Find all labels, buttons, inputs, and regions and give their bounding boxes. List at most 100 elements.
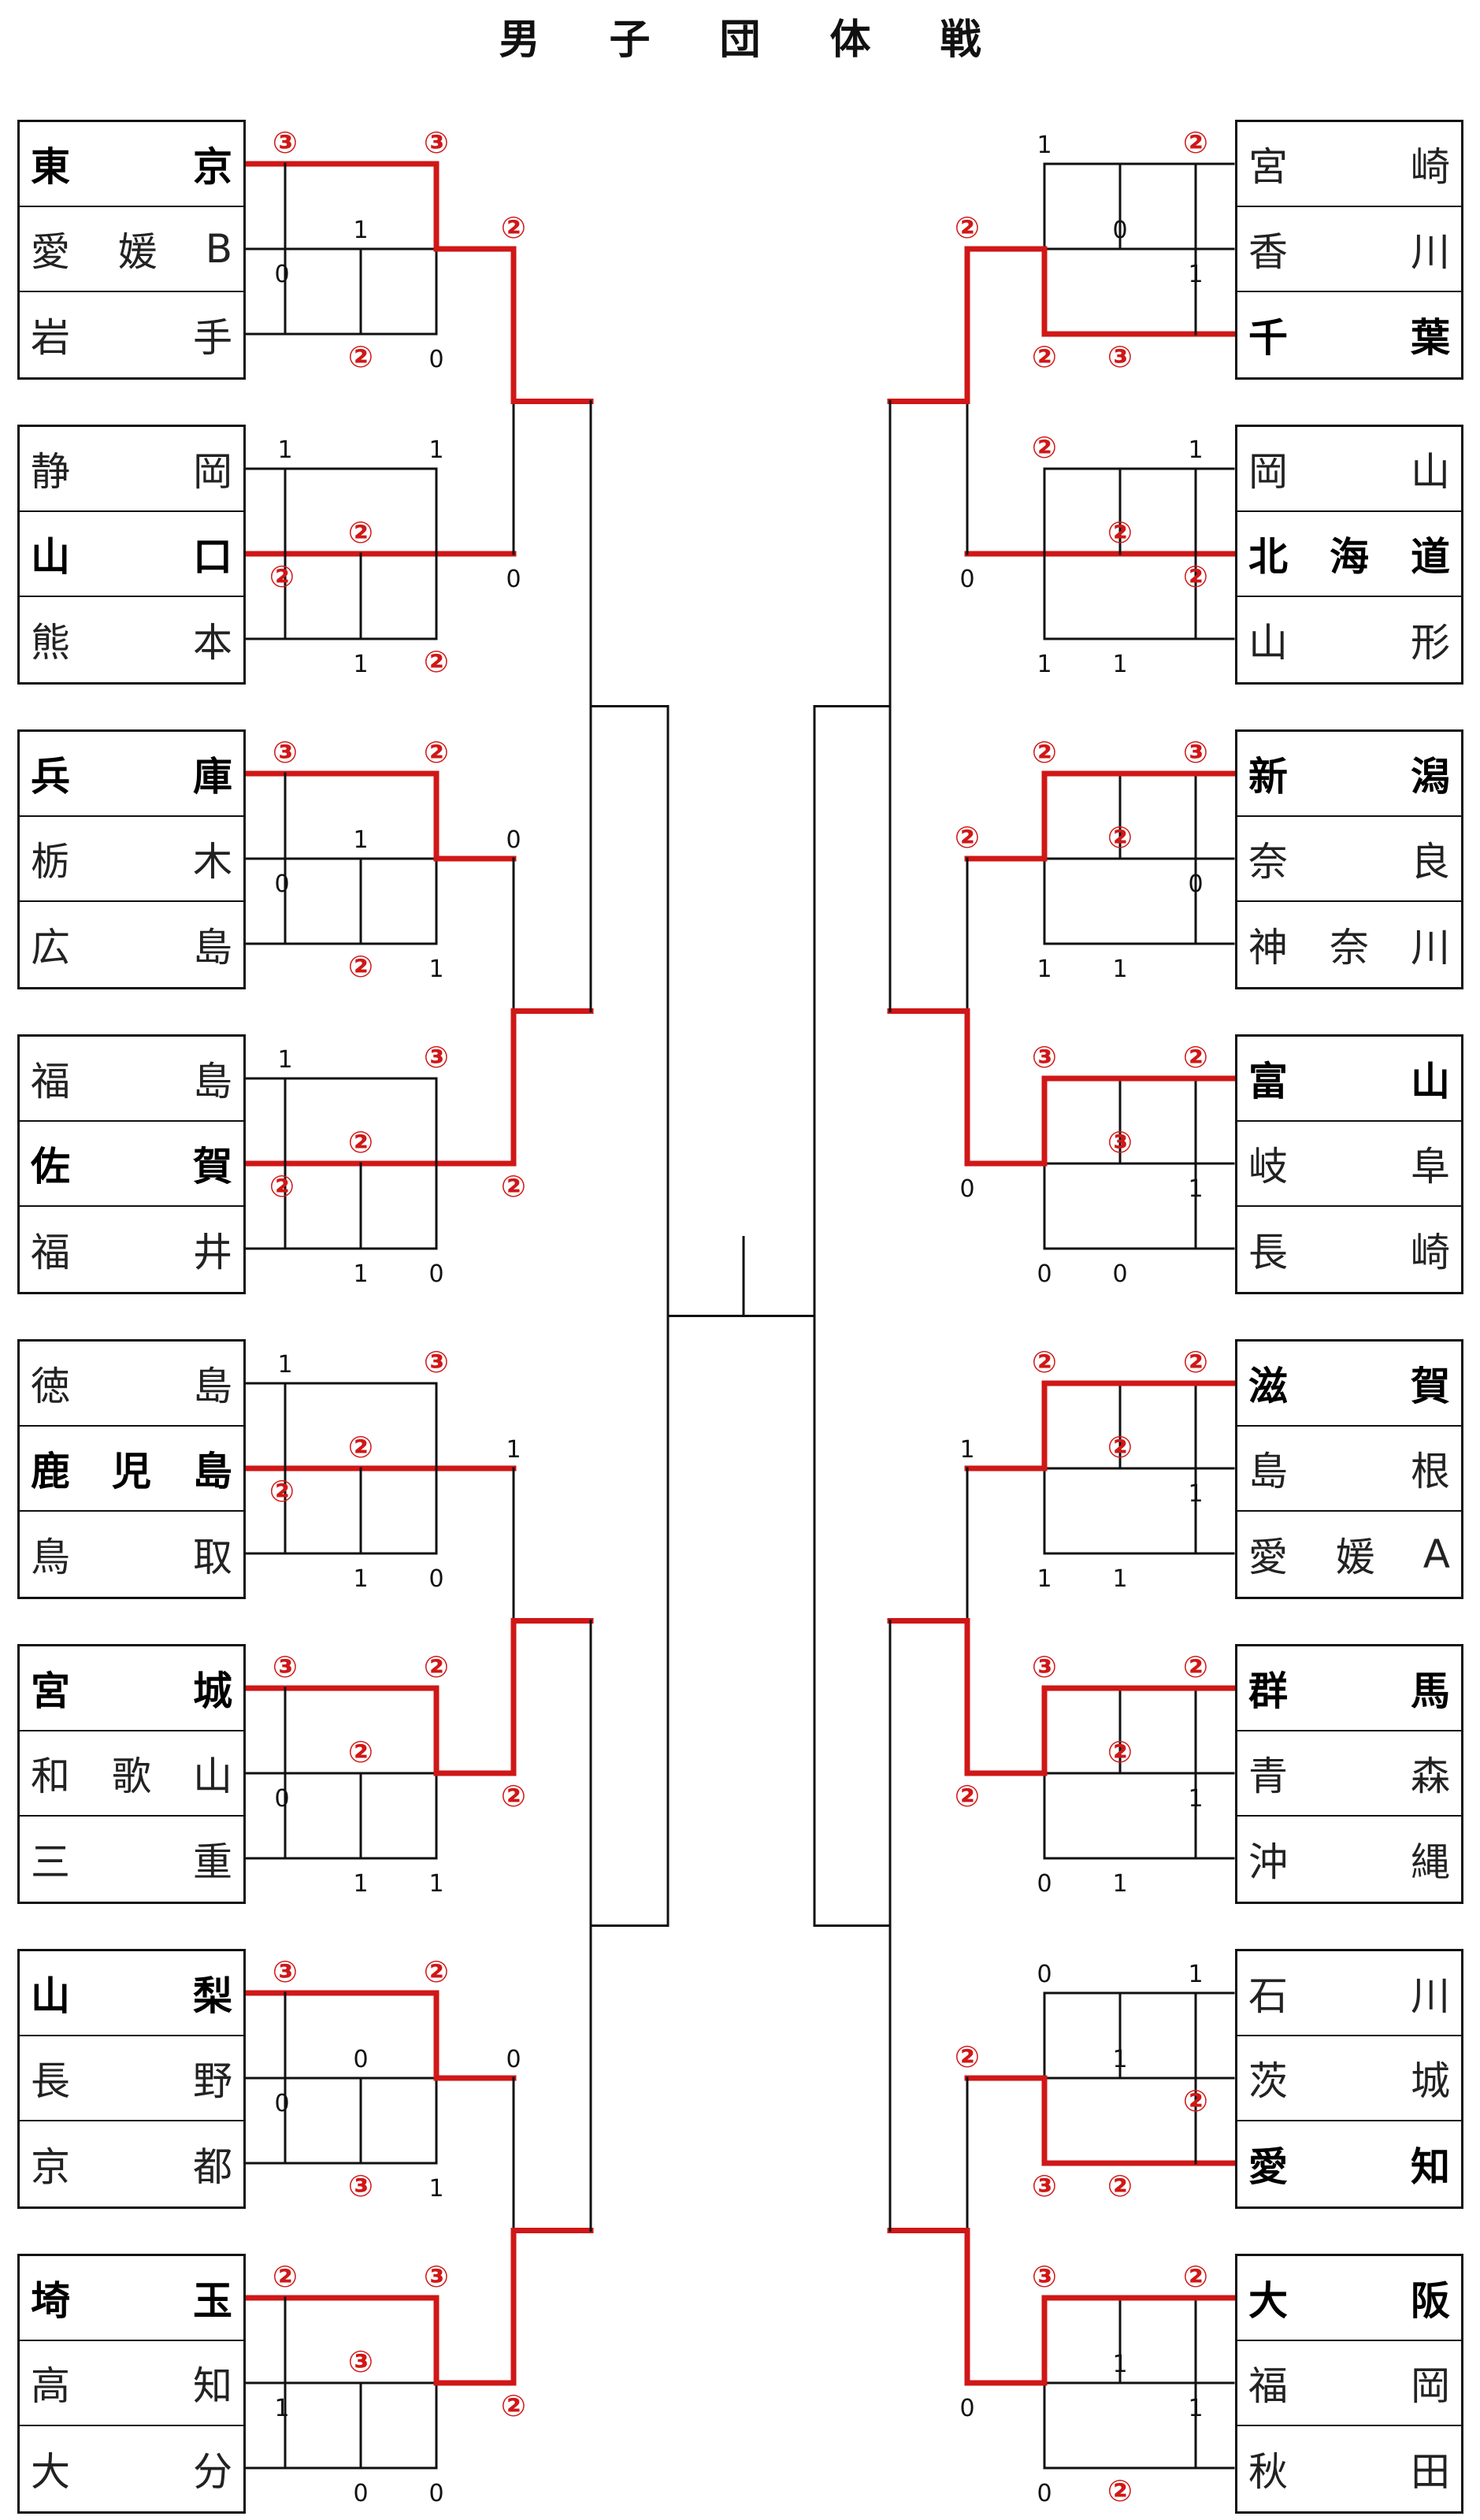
team-name-char: 佐 — [31, 1144, 70, 1189]
team-row: 奈良 — [1237, 817, 1461, 902]
team-name-char: 児 — [112, 1449, 151, 1494]
score-label: ② — [955, 820, 980, 855]
team-name: 大阪 — [1237, 2256, 1461, 2340]
team-name-char: 青 — [1248, 1754, 1288, 1799]
team-row: 宮城 — [20, 1646, 243, 1731]
score-label: ② — [1032, 340, 1057, 374]
team-name-char: 歌 — [112, 1754, 151, 1799]
score-label: 0 — [959, 2395, 974, 2422]
score-label: ② — [501, 2388, 526, 2423]
team-name-char: 兵 — [31, 754, 70, 800]
team-name: 福井 — [20, 1207, 243, 1292]
score-label: ③ — [273, 1954, 298, 1989]
team-row: 長野 — [20, 2036, 243, 2121]
score-label: ② — [1107, 515, 1133, 550]
team-name-char: 馬 — [1411, 1668, 1450, 1714]
score-label: 1 — [506, 1436, 521, 1464]
team-name: 栃木 — [20, 817, 243, 900]
team-name: 青森 — [1237, 1731, 1461, 1815]
team-name: 茨城 — [1237, 2036, 1461, 2120]
score-label: 0 — [1037, 1260, 1052, 1288]
team-name-char: 媛 — [117, 229, 158, 275]
score-label: ② — [1183, 125, 1208, 160]
team-row: 北海道 — [1237, 512, 1461, 597]
right-pool-box: 富山岐阜長崎 — [1235, 1034, 1463, 1294]
score-label: ② — [269, 559, 295, 594]
team-name-char: 庫 — [193, 754, 232, 800]
team-name: 静岡 — [20, 427, 243, 510]
team-name-char: 岩 — [31, 315, 70, 361]
score-label: ③ — [348, 2169, 373, 2203]
score-label: 0 — [1037, 1961, 1052, 1988]
team-name-char: 山 — [31, 1973, 70, 2019]
team-name: 福島 — [20, 1037, 243, 1120]
score-label: 1 — [1112, 956, 1127, 983]
team-name-char: 茨 — [1248, 2058, 1288, 2104]
team-name-char: 新 — [1248, 754, 1288, 800]
score-label: 0 — [1037, 2480, 1052, 2507]
team-name: 長崎 — [1237, 1207, 1461, 1292]
score-label: 1 — [1188, 2395, 1203, 2422]
score-label: ② — [269, 1169, 295, 1204]
team-row: 山梨 — [20, 1951, 243, 2036]
score-label: 1 — [428, 1870, 443, 1898]
team-row: 鳥取 — [20, 1512, 243, 1597]
score-label: ② — [1032, 735, 1057, 770]
team-row: 広島 — [20, 902, 243, 987]
score-label: 1 — [353, 651, 368, 678]
score-label: ② — [348, 340, 373, 374]
team-name: 和歌山 — [20, 1731, 243, 1815]
score-label: 1 — [277, 1351, 292, 1379]
team-name-char: 崎 — [1411, 1230, 1450, 1275]
team-name: 東京 — [20, 122, 243, 206]
title-char: 体 — [829, 17, 871, 64]
team-row: 香川 — [1237, 207, 1461, 292]
score-label: 0 — [274, 2090, 289, 2117]
team-name-char: 都 — [193, 2144, 232, 2190]
team-name-char: 賀 — [1411, 1364, 1450, 1409]
team-name-char: 良 — [1411, 839, 1450, 885]
score-label: ③ — [1183, 735, 1208, 770]
team-name-char: 北 — [1248, 534, 1288, 580]
team-row: 東京 — [20, 122, 243, 207]
page-title: 男子団体戦 — [0, 6, 1480, 65]
team-name-char: 愛 — [1248, 1535, 1288, 1580]
team-row: 秋田 — [1237, 2426, 1461, 2511]
score-label: ③ — [1032, 2259, 1057, 2294]
team-name-char: 広 — [31, 925, 70, 971]
score-label: ③ — [1107, 340, 1133, 374]
score-label: ② — [424, 735, 449, 770]
team-name-char: 媛 — [1335, 1535, 1375, 1580]
team-row: 岐阜 — [1237, 1122, 1461, 1207]
score-label: 1 — [1037, 132, 1052, 159]
team-row: 京都 — [20, 2121, 243, 2206]
score-label: ② — [424, 1954, 449, 1989]
team-name-char: 山 — [31, 534, 70, 580]
team-name-char: 口 — [193, 534, 232, 580]
team-name-char: 奈 — [1330, 925, 1369, 971]
score-label: 1 — [1112, 1565, 1127, 1593]
team-name-char: 山 — [1411, 1059, 1450, 1104]
score-label: 1 — [277, 1046, 292, 1074]
team-row: 熊本 — [20, 597, 243, 682]
score-label: 1 — [1037, 651, 1052, 678]
score-label: 1 — [353, 217, 368, 244]
team-name-char: 潟 — [1411, 754, 1450, 800]
team-row: 栃木 — [20, 817, 243, 902]
score-label: ③ — [273, 125, 298, 160]
team-name: 鳥取 — [20, 1512, 243, 1597]
team-name-char: 田 — [1411, 2449, 1450, 2495]
team-name-char: 崎 — [1411, 144, 1450, 190]
team-name-char: 森 — [1411, 1754, 1450, 1799]
score-label: 1 — [1037, 1565, 1052, 1593]
score-label: ② — [1183, 2084, 1208, 2118]
team-row: 青森 — [1237, 1731, 1461, 1817]
team-name-char: 島 — [193, 925, 232, 971]
score-label: ② — [424, 644, 449, 679]
